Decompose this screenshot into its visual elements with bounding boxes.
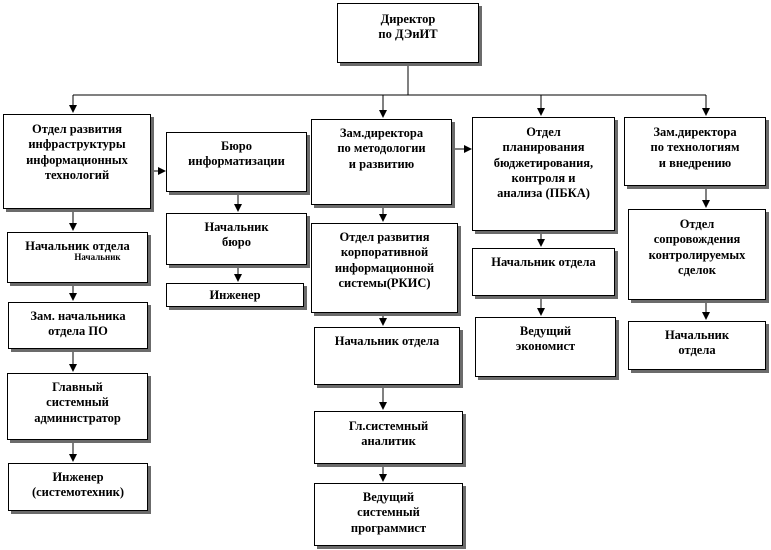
lead-system-programmer-label: Ведущий системный программист [350,490,427,535]
deputy-director-technology-label: Зам.директора по технологиям и внедрению [650,125,740,170]
system-engineer-box: Инженер (системотехник) [8,463,148,511]
deputy-director-technology-box: Зам.директора по технологиям и внедрению [624,117,766,186]
chief-sysadmin-box: Главный системный администратор [7,373,148,440]
deputy-director-methodology-label: Зам.директора по методологии и развитию [337,126,426,171]
controlled-deals-dept-box: Отдел сопровождения контролируемых сдело… [628,209,766,300]
lead-system-programmer-box: Ведущий системный программист [314,483,463,546]
deputy-head-software-label: Зам. начальника отдела ПО [30,309,126,339]
col4-dept-head-label: Начальник отдела [491,255,596,269]
lead-economist-box: Ведущий экономист [475,317,616,377]
bureau-head-label: Начальник бюро [204,220,269,250]
controlled-deals-dept-label: Отдел сопровождения контролируемых сдело… [648,217,746,277]
chief-system-analyst-box: Гл.системный аналитик [314,411,463,464]
deputy-director-methodology-box: Зам.директора по методологии и развитию [311,119,452,205]
bureau-head-box: Начальник бюро [166,213,307,265]
deputy-head-software-box: Зам. начальника отдела ПО [8,302,148,349]
col5-dept-head-box: Начальник отдела [628,321,766,370]
col5-dept-head-label: Начальник отдела [664,328,730,358]
system-engineer-label: Инженер (системотехник) [31,470,125,500]
col1-dept-head-label: Начальник отдела [25,239,130,253]
informatization-bureau-box: Бюро информатизации [166,132,307,192]
col4-dept-head-box: Начальник отдела [472,248,615,296]
pbka-dept-box: Отдел планирования бюджетирования, контр… [472,117,615,231]
bureau-engineer-box: Инженер [166,283,304,307]
informatization-bureau-label: Бюро информатизации [188,139,285,169]
chief-system-analyst-label: Гл.системный аналитик [348,419,429,449]
col1-dept-head-sublabel: Начальник [74,252,121,263]
lead-economist-label: Ведущий экономист [515,324,576,354]
col1-dept-head-box: Начальник отдела Начальник [7,232,148,283]
director-box: Директор по ДЭиИТ [337,3,479,63]
pbka-dept-label: Отдел планирования бюджетирования, контр… [493,125,594,200]
col3-dept-head-box: Начальник отдела [314,327,460,385]
rkis-dept-box: Отдел развития корпоративной информацион… [311,223,458,313]
it-infrastructure-dept-box: Отдел развития инфраструктуры информацио… [3,114,151,209]
director-label: Директор по ДЭиИТ [378,12,438,42]
bureau-engineer-label: Инженер [209,288,261,302]
rkis-dept-label: Отдел развития корпоративной информацион… [334,230,435,290]
col3-dept-head-label: Начальник отдела [334,334,440,348]
it-infrastructure-dept-label: Отдел развития инфраструктуры информацио… [26,122,128,182]
chief-sysadmin-label: Главный системный администратор [34,380,121,425]
